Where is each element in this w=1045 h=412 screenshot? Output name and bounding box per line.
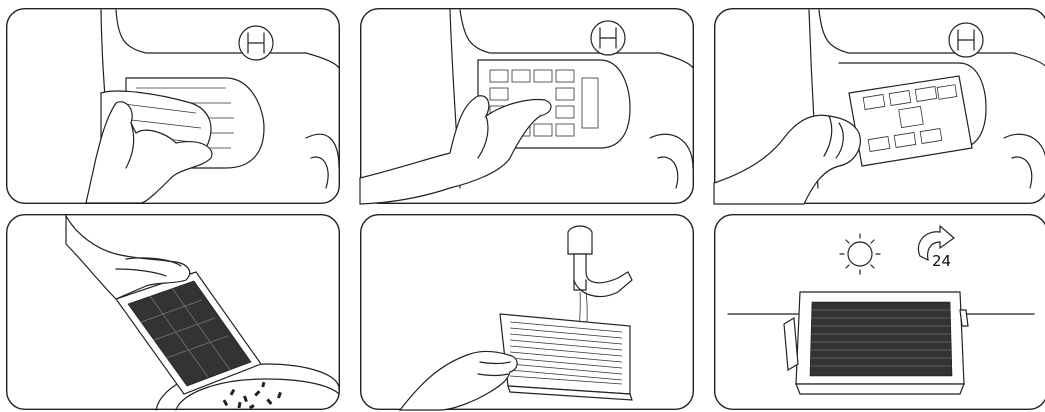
step-3-illustration: [714, 8, 1045, 204]
step-5-rinse-filter-panel: [360, 214, 694, 410]
step-3-remove-filter-panel: [714, 8, 1045, 204]
step-6-illustration: 24: [714, 214, 1045, 410]
step-2-illustration: [360, 8, 694, 204]
step-1-open-grille-panel: [6, 8, 340, 204]
step-5-illustration: [360, 214, 694, 410]
step-1-illustration: [6, 8, 340, 204]
dry-time-label: 24: [932, 252, 951, 270]
step-2-remove-grille-panel: [360, 8, 694, 204]
step-6-dry-filter-panel: 24: [714, 214, 1045, 410]
step-4-illustration: [6, 214, 340, 410]
step-4-shake-filter-panel: [6, 214, 340, 410]
